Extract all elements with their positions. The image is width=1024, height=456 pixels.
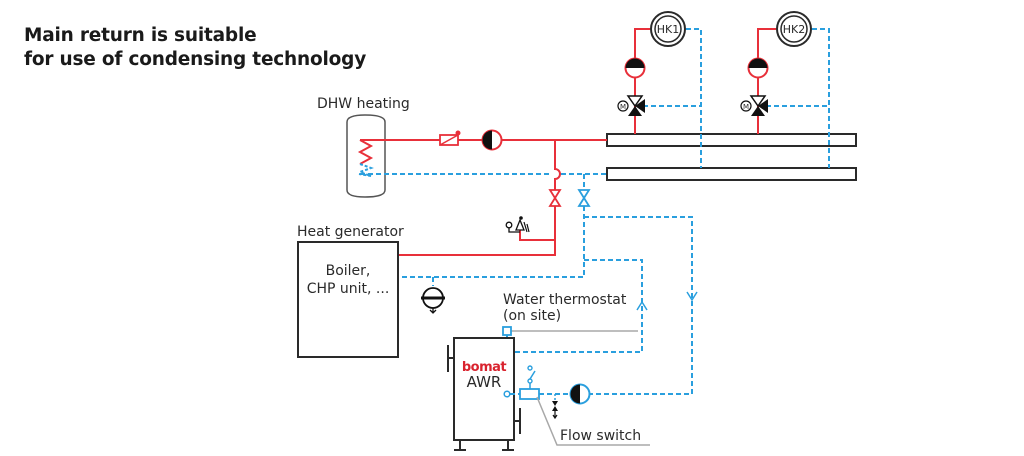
bomat-logo: bomat [462, 360, 507, 375]
flow-direction-up-icon [636, 300, 648, 311]
heat-generator-label: Heat generator [297, 224, 404, 240]
awr-inlet-connector [503, 390, 511, 398]
dhw-pump-icon[interactable] [481, 129, 503, 151]
hk2-pump-icon[interactable] [747, 57, 769, 79]
heating-circuit-hk1: HK1 M [617, 11, 702, 168]
water-thermostat-label-line1: Water thermostat [503, 292, 627, 308]
title-line-2: for use of condensing technology [24, 49, 367, 70]
flow-header [606, 133, 857, 147]
return-header [606, 167, 857, 181]
awr-unit[interactable]: bomat AWR [447, 337, 521, 451]
hk1-mixing-valve-icon[interactable]: M [617, 95, 645, 116]
hk1-pump-icon[interactable] [624, 57, 646, 79]
awr-label: AWR [467, 373, 502, 391]
flow-switch-icon[interactable] [519, 365, 540, 400]
hk1-consumer-icon[interactable]: HK1 [650, 11, 686, 47]
dhw-coil-flow [357, 139, 374, 165]
hk2-flow-pipe [757, 28, 776, 134]
hk1-return-pipe [686, 28, 702, 168]
hk2-motor-icon [740, 100, 752, 112]
heating-circuit-hk2: HK2 M [740, 11, 830, 168]
flow-direction-down-icon [686, 291, 698, 302]
dhw-storage-tank[interactable] [346, 114, 386, 198]
heat-generator-box[interactable] [297, 241, 399, 358]
flow-shutoff-valve-icon[interactable] [548, 189, 562, 207]
svg-text:M: M [620, 103, 626, 111]
boiler-label-line2: CHP unit, ... [307, 281, 390, 297]
boiler-label-line1: Boiler, [326, 263, 371, 279]
safety-group-pipe [519, 230, 555, 241]
water-thermostat-label-line2: (on site) [503, 308, 561, 324]
hk2-return-pipe [812, 28, 830, 168]
hk1-label: HK1 [657, 23, 679, 36]
generator-return-riser [398, 174, 585, 278]
check-valve-icon[interactable] [439, 130, 461, 146]
flow-switch-label: Flow switch [560, 428, 641, 444]
hk2-label: HK2 [783, 23, 805, 36]
hk2-consumer-icon[interactable]: HK2 [776, 11, 812, 47]
hk1-motor-icon [617, 100, 629, 112]
expansion-vessel-icon[interactable] [421, 287, 445, 314]
generator-flow-riser [398, 140, 561, 256]
safety-valve-icon[interactable] [505, 216, 530, 233]
awr-return-loop-inner [511, 259, 643, 353]
diagram-title: Main return is suitable for use of conde… [24, 24, 366, 72]
hk2-mixing-valve-icon[interactable]: M [740, 95, 768, 116]
hk1-flow-pipe [634, 28, 650, 134]
title-line-1: Main return is suitable [24, 25, 257, 46]
awr-supply-loop-outer [583, 216, 693, 395]
flow-switch-leader [536, 396, 650, 446]
return-shutoff-valve-icon[interactable] [577, 189, 591, 207]
dhw-coil-return [357, 163, 374, 177]
svg-text:M: M [743, 103, 749, 111]
drain-valve-icon[interactable] [552, 394, 558, 420]
awr-pump-icon[interactable] [569, 383, 591, 405]
dhw-heating-label: DHW heating [317, 96, 410, 112]
